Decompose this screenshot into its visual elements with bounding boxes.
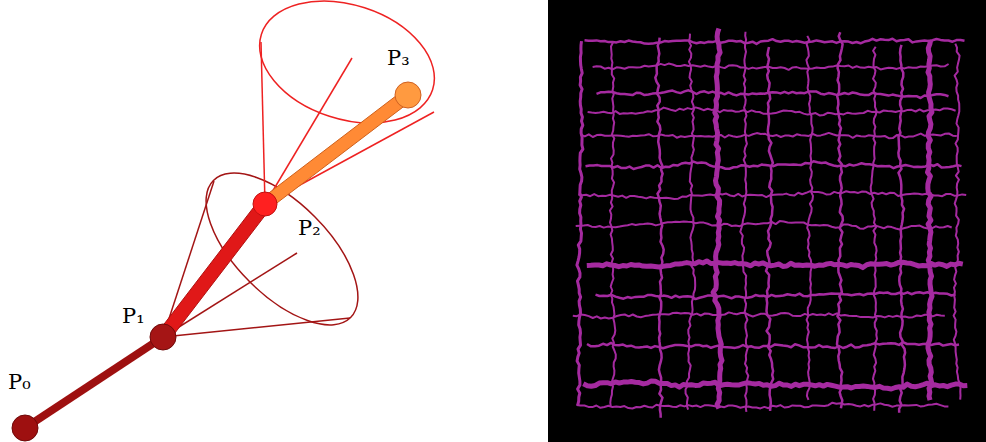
grid-line — [587, 342, 959, 348]
grid-line — [837, 32, 843, 408]
grid-line — [588, 107, 956, 115]
cone-side — [163, 318, 350, 337]
grid-line — [581, 133, 957, 138]
cone-axis — [163, 253, 297, 337]
noisy-grid — [573, 29, 968, 418]
joint — [253, 192, 277, 216]
grid-line — [577, 41, 583, 405]
grid-line — [573, 312, 945, 318]
grid-line — [593, 64, 949, 70]
grid-line — [583, 381, 967, 389]
cone-rim — [244, 0, 450, 144]
grid-line — [655, 38, 663, 418]
grid-line — [576, 403, 948, 409]
grid-line — [585, 39, 965, 44]
bone-segment — [158, 199, 270, 342]
grid-line — [610, 43, 616, 407]
grid-line — [578, 191, 966, 199]
grid-line — [596, 292, 956, 299]
grid-line — [740, 32, 748, 412]
lower-cone — [163, 148, 383, 350]
point-label: P₁ — [122, 306, 145, 327]
grid-line — [597, 90, 949, 98]
grid-line — [766, 47, 773, 411]
grid-line — [871, 47, 877, 411]
bone-segment — [25, 337, 163, 428]
cone-axis — [265, 58, 352, 204]
grid-line — [713, 29, 722, 409]
point-label: P₀ — [8, 372, 31, 393]
point-label: P₂ — [298, 218, 321, 239]
joint — [150, 324, 176, 350]
grid-line — [576, 221, 952, 229]
cone-rim — [181, 148, 383, 350]
grid-line — [586, 161, 962, 169]
joint — [395, 82, 421, 108]
upper-cone — [244, 0, 450, 204]
bone-segment — [261, 89, 411, 209]
grid-line — [587, 261, 963, 268]
joint — [12, 415, 38, 441]
cone-side — [261, 42, 265, 204]
grid-panel — [548, 0, 986, 442]
point-label: P₃ — [387, 48, 410, 69]
